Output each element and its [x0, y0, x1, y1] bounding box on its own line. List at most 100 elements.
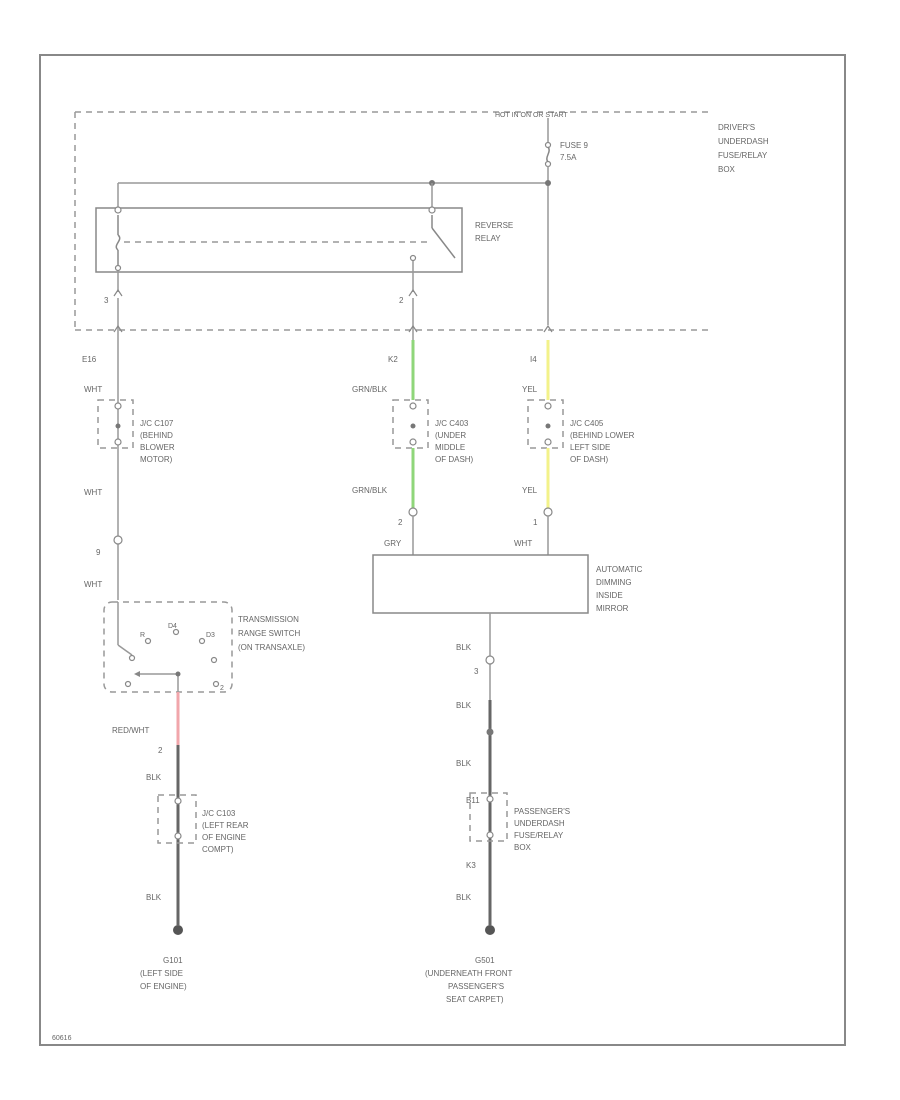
connector-c403 [392, 399, 429, 449]
svg-text:LEFT SIDE: LEFT SIDE [570, 443, 610, 452]
svg-text:(UNDERNEATH FRONT: (UNDERNEATH FRONT [425, 969, 513, 978]
svg-text:MIRROR: MIRROR [596, 604, 629, 613]
wire-blk-4: BLK [456, 701, 472, 710]
svg-text:MOTOR): MOTOR) [140, 455, 173, 464]
svg-text:FUSE/RELAY: FUSE/RELAY [718, 151, 768, 160]
automatic-dimming-mirror-box [372, 554, 589, 614]
reverse-relay-box [95, 207, 463, 273]
transmission-range-switch-contacts [117, 602, 220, 692]
relay-output-connectors [113, 261, 418, 297]
svg-text:(UNDER: (UNDER [435, 431, 466, 440]
svg-text:SEAT CARPET): SEAT CARPET) [446, 995, 504, 1004]
pin-tr-switch-in: 9 [96, 548, 101, 557]
svg-text:OF ENGINE): OF ENGINE) [140, 982, 187, 991]
svg-text:UNDERDASH: UNDERDASH [514, 819, 565, 828]
wire-blk-1: BLK [146, 773, 162, 782]
connector-arrow [113, 324, 123, 333]
wire-wht-2: WHT [84, 488, 102, 497]
passengers-box-connector [469, 792, 508, 842]
pin-right-conn: I4 [530, 355, 537, 364]
transmission-range-switch-label: TRANSMISSION RANGE SWITCH (ON TRANSAXLE) [238, 615, 305, 652]
wire-grn-blk-1: GRN/BLK [352, 385, 388, 394]
svg-text:G501: G501 [475, 956, 495, 965]
wire-wht-mirror: WHT [514, 539, 532, 548]
svg-text:BOX: BOX [718, 165, 736, 174]
connector-arrow [543, 324, 553, 333]
passengers-box-label: PASSENGER'S UNDERDASH FUSE/RELAY BOX [514, 807, 570, 852]
pin-circle [543, 507, 553, 517]
tr-pos-d3: D3 [206, 632, 215, 639]
svg-text:G101: G101 [163, 956, 183, 965]
fuse-9 [544, 118, 552, 168]
wire-gry: GRY [384, 539, 402, 548]
diagram-frame [39, 54, 846, 1046]
pin-left-relay: 3 [104, 296, 109, 305]
connector-c107 [97, 399, 134, 449]
ground-right-icon [485, 925, 495, 935]
connector-c103 [157, 794, 197, 844]
pin-left-conn: E16 [82, 355, 97, 364]
connector-c403-label: J/C C403 (UNDER MIDDLE OF DASH) [435, 419, 474, 464]
svg-text:(BEHIND LOWER: (BEHIND LOWER [570, 431, 635, 440]
svg-text:(ON TRANSAXLE): (ON TRANSAXLE) [238, 643, 305, 652]
fuse-rating: 7.5A [560, 153, 577, 162]
connector-c107-label: J/C C107 (BEHIND BLOWER MOTOR) [140, 419, 175, 464]
wire-blk-5: BLK [456, 759, 472, 768]
wire-wht-3: WHT [84, 580, 102, 589]
svg-text:TRANSMISSION: TRANSMISSION [238, 615, 299, 624]
tr-pos-r: R [140, 632, 145, 639]
hot-label: HOT IN ON OR START [495, 112, 568, 119]
svg-text:FUSE/RELAY: FUSE/RELAY [514, 831, 564, 840]
svg-text:J/C C107: J/C C107 [140, 419, 174, 428]
pin-mid-relay: 2 [399, 296, 404, 305]
svg-text:MIDDLE: MIDDLE [435, 443, 465, 452]
svg-text:OF ENGINE: OF ENGINE [202, 833, 246, 842]
wire-grn-blk-2: GRN/BLK [352, 486, 388, 495]
fuse-relay-box-boundary [74, 111, 710, 331]
svg-text:J/C C403: J/C C403 [435, 419, 469, 428]
connector-c405-label: J/C C405 (BEHIND LOWER LEFT SIDE OF DASH… [570, 419, 635, 464]
svg-text:(BEHIND: (BEHIND [140, 431, 173, 440]
ground-right-label: G501 (UNDERNEATH FRONT PASSENGER'S SEAT … [425, 956, 513, 1004]
pin-circle [408, 507, 418, 517]
splice-dot [486, 728, 494, 736]
tr-pos-d4: D4 [168, 623, 177, 630]
svg-text:COMPT): COMPT) [202, 845, 234, 854]
fuse-name: FUSE 9 [560, 141, 589, 150]
drivers-underdash-box-label: DRIVER'S UNDERDASH FUSE/RELAY BOX [718, 123, 769, 174]
pin-mirror-gnd: 3 [474, 667, 479, 676]
svg-text:AUTOMATIC: AUTOMATIC [596, 565, 643, 574]
pin-circle [113, 535, 123, 545]
connector-c103-label: J/C C103 (LEFT REAR OF ENGINE COMPT) [202, 809, 249, 854]
svg-text:J/C C103: J/C C103 [202, 809, 236, 818]
svg-text:(LEFT REAR: (LEFT REAR [202, 821, 249, 830]
wire-blk-6: BLK [456, 893, 472, 902]
svg-text:BOX: BOX [514, 843, 532, 852]
svg-text:OF DASH): OF DASH) [435, 455, 474, 464]
wire-yel-1: YEL [522, 385, 538, 394]
svg-text:PASSENGER'S: PASSENGER'S [448, 982, 504, 991]
connector-c405 [527, 399, 564, 449]
svg-text:DRIVER'S: DRIVER'S [718, 123, 755, 132]
wire-red-wht: RED/WHT [112, 726, 149, 735]
svg-text:(LEFT SIDE: (LEFT SIDE [140, 969, 183, 978]
svg-text:RANGE SWITCH: RANGE SWITCH [238, 629, 300, 638]
svg-text:INSIDE: INSIDE [596, 591, 623, 600]
pin-mirror-right: 1 [533, 518, 538, 527]
pin-mid-conn: K2 [388, 355, 398, 364]
wire-blk-3: BLK [456, 643, 472, 652]
connector-arrow [408, 324, 418, 333]
pin-psg-out: K3 [466, 861, 476, 870]
ground-left-label: G101 (LEFT SIDE OF ENGINE) [140, 956, 187, 991]
pin-psg-in: B11 [466, 796, 480, 805]
wire-yel-2: YEL [522, 486, 538, 495]
splice-dot [545, 180, 551, 186]
footer-code: 60616 [52, 1035, 72, 1042]
svg-text:BLOWER: BLOWER [140, 443, 175, 452]
wire-blk-2: BLK [146, 893, 162, 902]
relay-internals [114, 206, 456, 272]
svg-text:OF DASH): OF DASH) [570, 455, 609, 464]
svg-text:DIMMING: DIMMING [596, 578, 632, 587]
svg-text:PASSENGER'S: PASSENGER'S [514, 807, 570, 816]
